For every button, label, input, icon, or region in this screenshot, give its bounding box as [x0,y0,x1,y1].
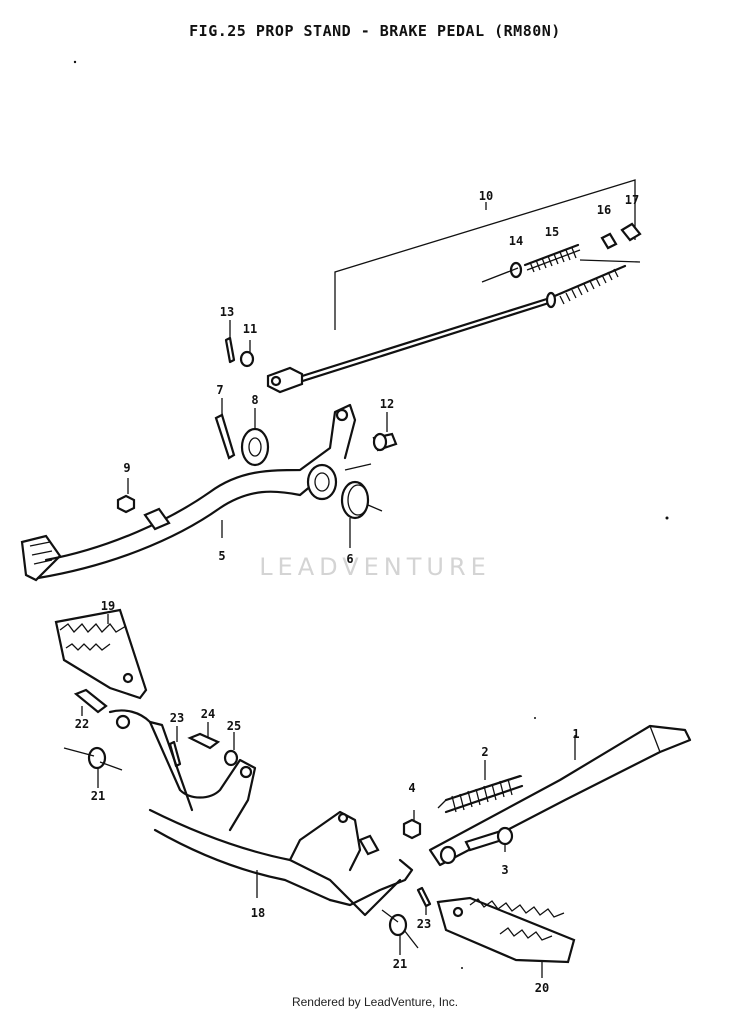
nut-14 [509,261,523,279]
part-label-21-upper: 21 [91,789,105,803]
pin-7 [214,413,236,460]
part-label-3: 3 [501,863,508,877]
part-label-12: 12 [380,397,394,411]
pin-22 [73,688,108,714]
footer-credit: Rendered by LeadVenture, Inc. [291,995,459,1009]
part-label-14: 14 [509,234,523,248]
part-label-11: 11 [243,322,257,336]
cotter-pin-23-upper [168,740,182,768]
part-label-20: 20 [535,981,549,995]
part-label-4: 4 [408,781,415,795]
part-label-16: 16 [597,203,611,217]
spring-15 [523,243,581,273]
footrest-20 [436,896,576,964]
part-label-25: 25 [227,719,241,733]
part-label-22: 22 [75,717,89,731]
part-label-23-lower: 23 [417,917,431,931]
washer-8 [240,427,270,467]
nut-4 [402,818,422,840]
part-label-18: 18 [251,906,265,920]
bolt-24 [187,732,221,750]
part-label-2: 2 [481,745,488,759]
cotter-pin-23-lower [416,886,432,908]
brake-rod-assembly [266,179,642,394]
part-label-15: 15 [545,225,559,239]
part-label-7: 7 [216,383,223,397]
brake-pedal-5 [20,403,357,582]
part-label-1: 1 [572,727,579,741]
part-label-19: 19 [101,599,115,613]
part-label-10: 10 [479,189,493,203]
part-label-13: 13 [220,305,234,319]
part-label-9: 9 [123,461,130,475]
part-label-24: 24 [201,707,215,721]
cotter-pin-13 [224,336,236,364]
joint-16 [600,232,618,250]
bolt-3 [464,830,504,852]
bracket-18 [108,709,414,917]
spring-6 [340,463,383,520]
part-label-6: 6 [346,552,353,566]
part-label-5: 5 [218,549,225,563]
washer-25 [223,749,239,767]
figure-title: FIG.25 PROP STAND - BRAKE PEDAL (RM80N) [189,22,561,40]
washer-11 [239,350,255,368]
part-label-21-lower: 21 [393,957,407,971]
spring-2 [437,774,524,814]
joint-17 [620,222,642,242]
watermark: LEADVENTURE [259,553,491,581]
part-label-8: 8 [251,393,258,407]
nut-9 [116,494,136,514]
spring-21-upper [63,746,123,771]
spring-21-lower [381,909,419,949]
footrest-19 [54,608,148,700]
part-label-17: 17 [625,193,639,207]
part-label-23-upper: 23 [170,711,184,725]
